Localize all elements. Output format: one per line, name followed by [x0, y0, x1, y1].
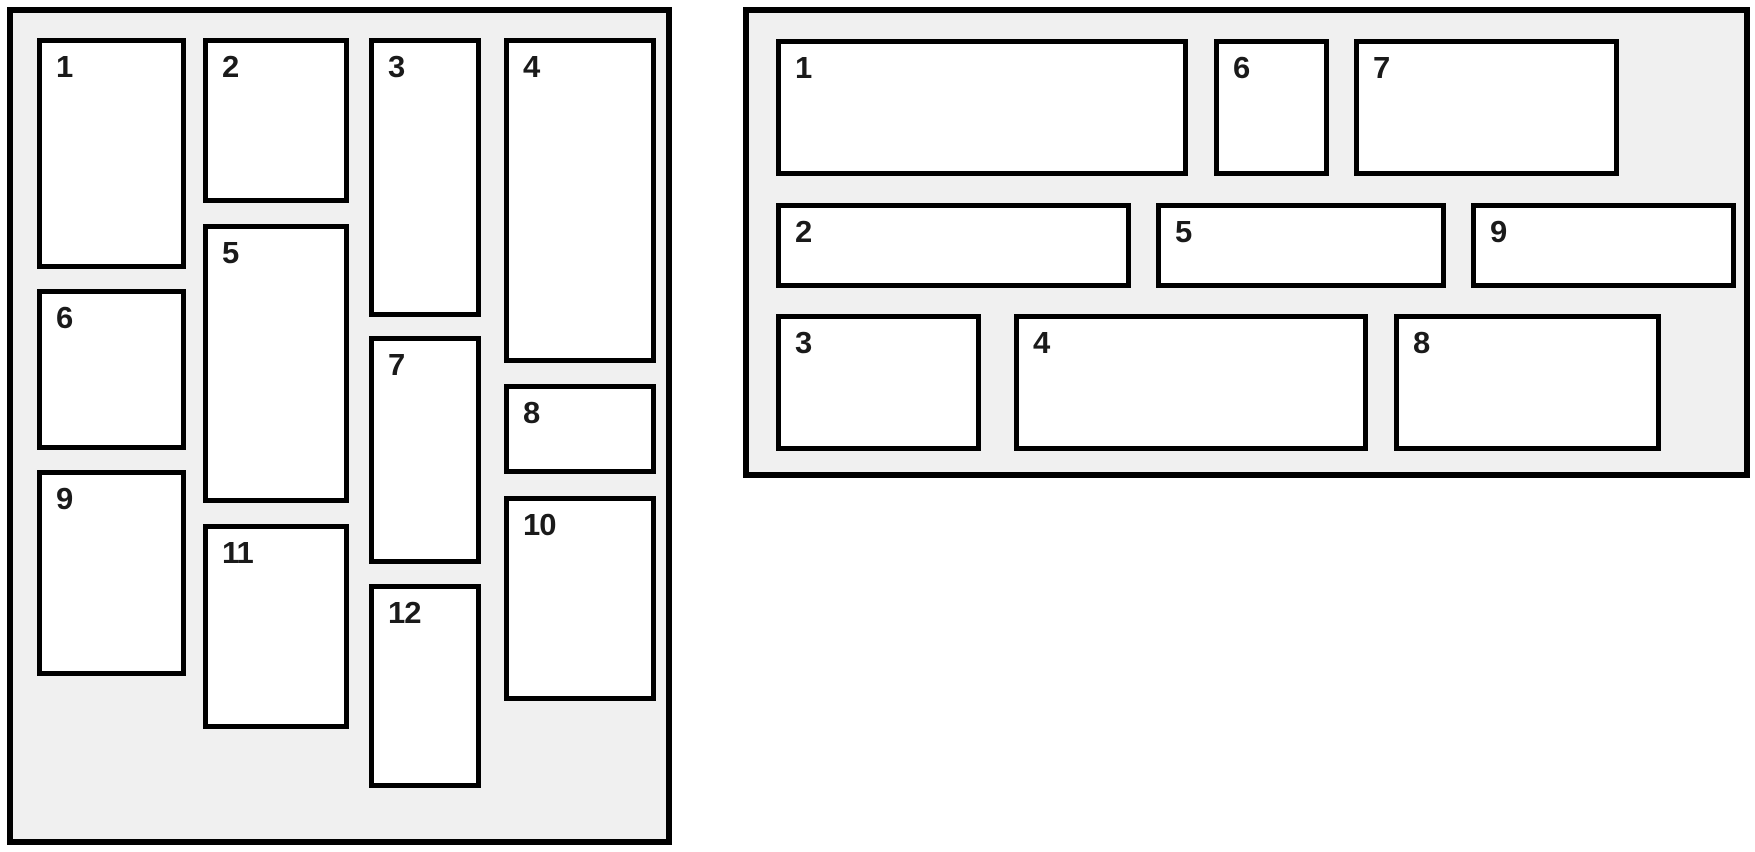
box-number-label: 3	[388, 49, 405, 84]
box-number-label: 9	[1490, 214, 1507, 249]
masonry-box-2: 2	[776, 203, 1131, 288]
box-number-label: 9	[56, 481, 73, 516]
box-number-label: 1	[56, 49, 73, 84]
box-number-label: 5	[1175, 214, 1192, 249]
horizontal-masonry-panel: 1 2 3 4 5 6 7 8 9	[743, 7, 1750, 478]
masonry-box-12: 12	[369, 584, 481, 788]
box-number-label: 7	[1373, 50, 1390, 85]
masonry-box-3: 3	[369, 38, 481, 317]
box-number-label: 10	[523, 507, 556, 542]
masonry-box-3: 3	[776, 314, 981, 451]
masonry-box-10: 10	[504, 496, 656, 701]
masonry-box-1: 1	[37, 38, 186, 269]
box-number-label: 3	[795, 325, 812, 360]
box-number-label: 7	[388, 347, 405, 382]
masonry-box-5: 5	[1156, 203, 1446, 288]
masonry-box-8: 8	[1394, 314, 1661, 451]
masonry-box-6: 6	[37, 289, 186, 450]
masonry-box-5: 5	[203, 224, 349, 503]
box-number-label: 4	[1033, 325, 1050, 360]
masonry-box-4: 4	[1014, 314, 1368, 451]
box-number-label: 12	[388, 595, 421, 630]
masonry-box-7: 7	[1354, 39, 1619, 176]
masonry-box-7: 7	[369, 336, 481, 564]
box-number-label: 2	[222, 49, 239, 84]
box-number-label: 11	[222, 535, 254, 570]
masonry-box-6: 6	[1214, 39, 1329, 176]
box-number-label: 4	[523, 49, 540, 84]
masonry-box-4: 4	[504, 38, 656, 363]
masonry-box-1: 1	[776, 39, 1188, 176]
masonry-box-11: 11	[203, 524, 349, 729]
box-number-label: 1	[795, 50, 812, 85]
box-number-label: 6	[1233, 50, 1250, 85]
box-number-label: 5	[222, 235, 239, 270]
box-number-label: 8	[1413, 325, 1430, 360]
box-number-label: 8	[523, 395, 540, 430]
masonry-box-9: 9	[37, 470, 186, 676]
box-number-label: 6	[56, 300, 73, 335]
masonry-box-9: 9	[1471, 203, 1736, 288]
masonry-box-8: 8	[504, 384, 656, 474]
box-number-label: 2	[795, 214, 812, 249]
masonry-box-2: 2	[203, 38, 349, 203]
